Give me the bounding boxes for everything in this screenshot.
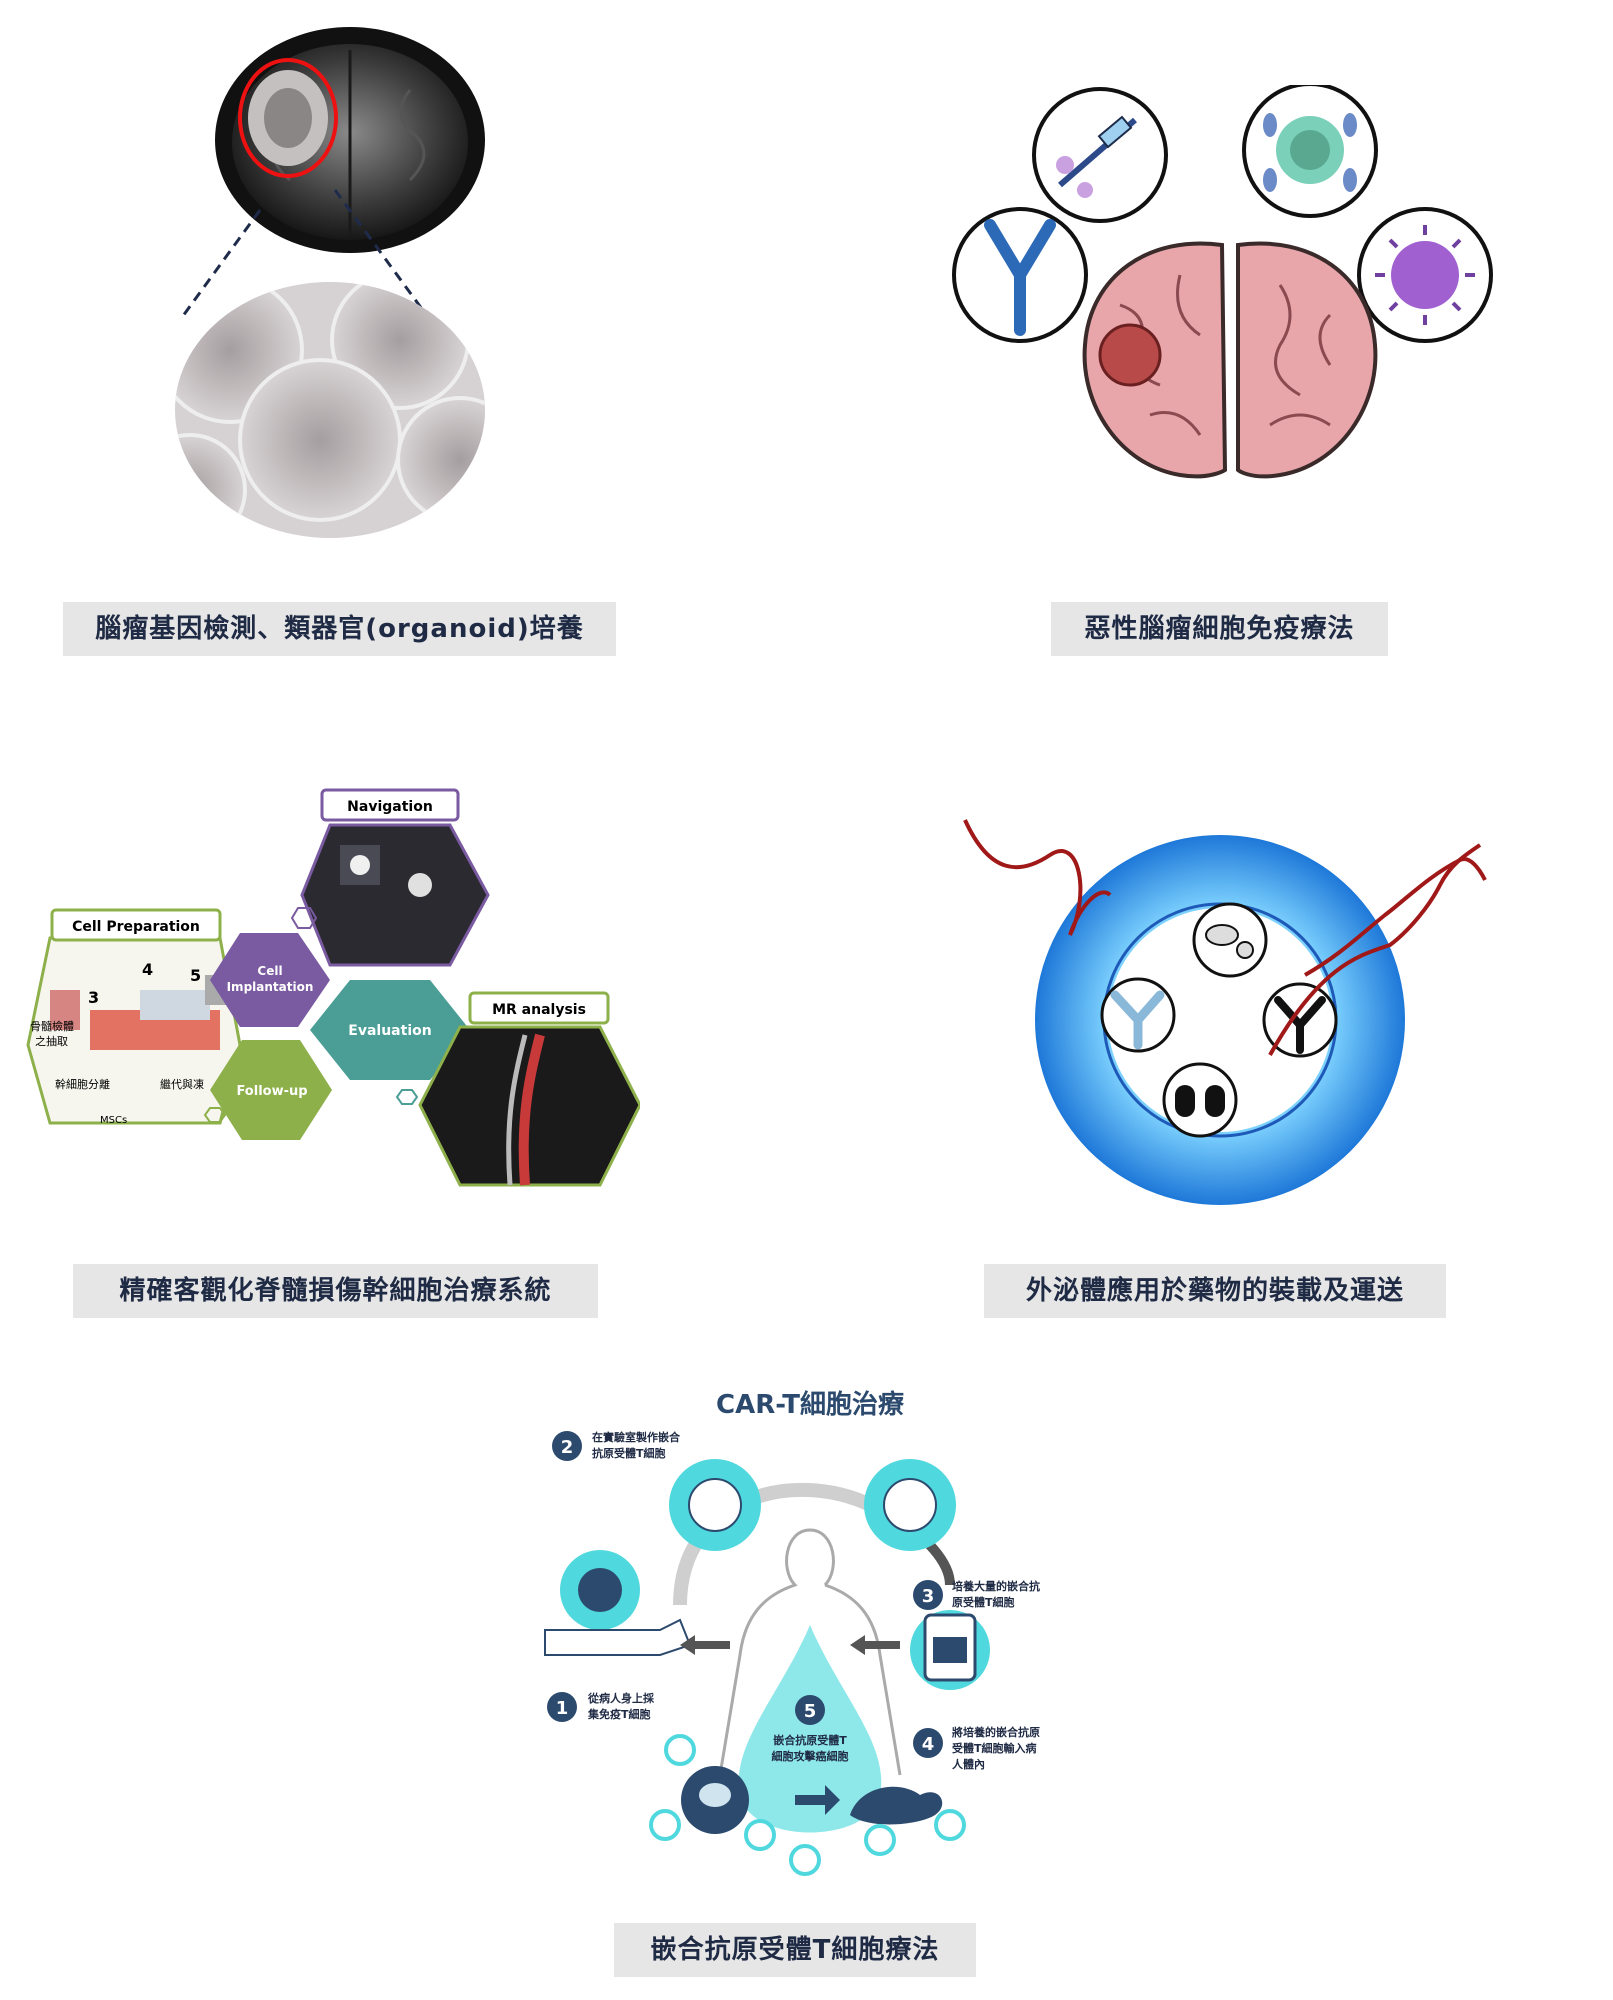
- step-2-text-1: 在實驗室製作嵌合: [592, 1430, 681, 1444]
- mscs-label: MSCs: [100, 1115, 127, 1126]
- rna-strand: [1268, 843, 1482, 1056]
- step-1-text-1: 從病人身上採: [587, 1691, 655, 1705]
- bone-marrow-label-1: 骨髓檢體: [30, 1019, 74, 1033]
- step-2-number: 2: [561, 1437, 574, 1458]
- mr-analysis-label: MR analysis: [492, 1002, 586, 1018]
- step-3-text-2: 原受體T細胞: [952, 1595, 1015, 1609]
- step-5-label: 5: [190, 966, 201, 985]
- exosome-figure: [960, 815, 1500, 1215]
- step-5-text-2: 細胞攻擊癌細胞: [772, 1749, 849, 1763]
- caption-immunotherapy: 惡性腦瘤細胞免疫療法: [1051, 602, 1388, 656]
- cell-implantation-label-2: Implantation: [227, 980, 314, 994]
- step-3-label: 3: [88, 988, 99, 1007]
- capsule-icon: [1162, 1062, 1238, 1138]
- spinal-cord-figure: 3 4 5 骨髓檢體 之抽取 幹細胞分離 繼代與凍 MSCs Cell Prep…: [20, 785, 642, 1205]
- mri-organoid-figure: [160, 20, 500, 560]
- car-t-figure: CAR-T細胞治療: [540, 1375, 1080, 1885]
- step-4-text-3: 人體內: [952, 1757, 985, 1771]
- step-3-text-1: 培養大量的嵌合抗: [952, 1579, 1040, 1593]
- step-1-text-2: 集免疫T細胞: [587, 1707, 651, 1721]
- car-t-title: CAR-T細胞治療: [716, 1389, 905, 1420]
- cell-preparation-label: Cell Preparation: [72, 919, 200, 935]
- cell-implantation-label-1: Cell: [257, 964, 282, 978]
- step-4-text-1: 將培養的嵌合抗原: [952, 1725, 1040, 1739]
- brain-immunotherapy-figure: [950, 82, 1510, 485]
- syringe-icon: [1032, 87, 1168, 223]
- stem-cell-separation-label: 幹細胞分離: [55, 1077, 110, 1091]
- caption-car-t: 嵌合抗原受體T細胞療法: [614, 1923, 976, 1977]
- caption-exosome: 外泌體應用於藥物的裝載及運送: [984, 1264, 1446, 1318]
- step-5-number: 5: [804, 1701, 817, 1722]
- step-5-text-1: 嵌合抗原受體T: [773, 1733, 847, 1747]
- step-1-number: 1: [556, 1698, 569, 1719]
- step-2-text-2: 抗原受體T細胞: [592, 1446, 666, 1460]
- bone-marrow-label-2: 之抽取: [35, 1034, 68, 1048]
- step-4-text-2: 受體T細胞輸入病: [952, 1741, 1037, 1755]
- follow-up-label: Follow-up: [236, 1084, 307, 1099]
- step-3-number: 3: [922, 1586, 935, 1607]
- navigation-label: Navigation: [347, 799, 433, 815]
- step-4-label: 4: [142, 960, 153, 979]
- step-4-number: 4: [922, 1734, 935, 1755]
- caption-glioma-organoid: 腦瘤基因檢測、類器官(organoid)培養: [63, 602, 616, 656]
- brain-icon: [1082, 241, 1378, 479]
- rna-strand: [963, 819, 1112, 936]
- caption-spinal-cord: 精確客觀化脊髓損傷幹細胞治療系統: [73, 1264, 598, 1318]
- evaluation-label: Evaluation: [348, 1023, 431, 1039]
- passage-freeze-label: 繼代與凍: [160, 1077, 204, 1091]
